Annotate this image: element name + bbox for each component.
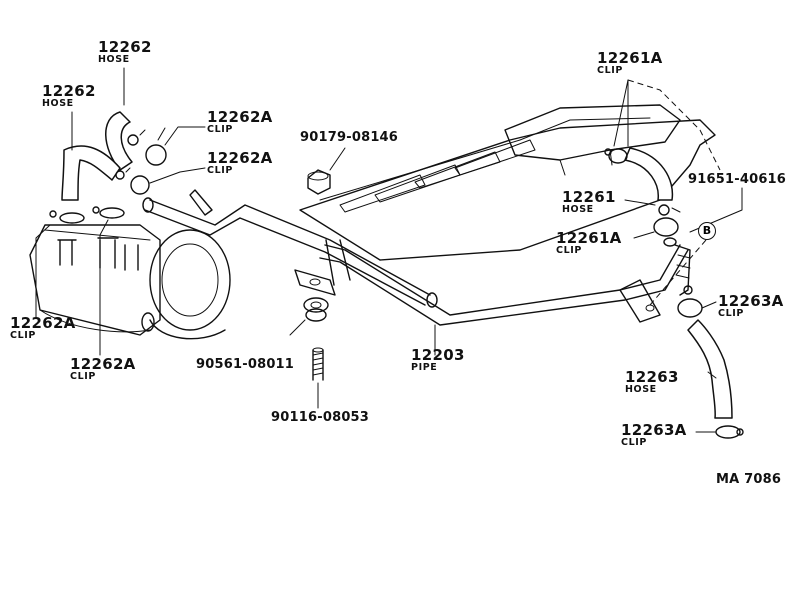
part-number: 12263A: [621, 421, 687, 439]
clips: [49, 127, 744, 439]
part-number: 12261A: [556, 229, 622, 247]
part-number: 12262A: [207, 149, 273, 167]
part-name: CLIP: [718, 308, 744, 319]
label-clip-12262a-4: 12262A CLIP: [70, 357, 136, 382]
part-name: PIPE: [411, 362, 438, 373]
label-hose-12261: 12261 HOSE: [562, 190, 616, 215]
part-number: 12262A: [10, 314, 76, 332]
part-number: 12262A: [207, 108, 273, 126]
label-hose-12263: 12263 HOSE: [625, 370, 679, 395]
label-clip-12262a-3: 12262A CLIP: [10, 316, 76, 341]
part-name: HOSE: [98, 54, 130, 65]
part-number: 12262A: [70, 355, 136, 373]
label-grommet-90561: 90561-08011: [196, 357, 295, 372]
label-hose-12262-top: 12262 HOSE: [98, 40, 152, 65]
hoses: [61, 111, 733, 419]
part-name: CLIP: [70, 371, 96, 382]
part-number: 12261: [562, 188, 616, 206]
part-number: 12263: [625, 368, 679, 386]
part-name: CLIP: [207, 124, 233, 135]
label-clip-12262a-2: 12262A CLIP: [207, 151, 273, 176]
label-code-91651: 91651-40616: [688, 172, 787, 187]
part-name: CLIP: [621, 437, 647, 448]
part-name: CLIP: [597, 65, 623, 76]
label-clip-12262a-1: 12262A CLIP: [207, 110, 273, 135]
label-nut-90179: 90179-08146: [300, 130, 399, 145]
diagram-id: MA 7086: [716, 472, 782, 487]
label-hose-12262-left: 12262 HOSE: [42, 84, 96, 109]
label-clip-12261a-mid: 12261A CLIP: [556, 231, 622, 256]
part-name: CLIP: [556, 245, 582, 256]
cylinder-head: [299, 104, 716, 261]
label-pipe-12203: 12203 PIPE: [411, 348, 465, 373]
part-name: HOSE: [562, 204, 594, 215]
label-clip-12261a-top: 12261A CLIP: [597, 51, 663, 76]
part-name: HOSE: [42, 98, 74, 109]
reference-mark-b: B: [698, 222, 716, 240]
small-parts: [303, 169, 331, 381]
part-name: HOSE: [625, 384, 657, 395]
label-clip-12263a-1: 12263A CLIP: [718, 294, 784, 319]
part-number: 12263A: [718, 292, 784, 310]
part-name: CLIP: [207, 165, 233, 176]
label-stud-90116: 90116-08053: [271, 410, 370, 425]
part-number: 12261A: [597, 49, 663, 67]
part-name: CLIP: [10, 330, 36, 341]
label-clip-12263a-2: 12263A CLIP: [621, 423, 687, 448]
part-number: 12262: [42, 82, 96, 100]
part-number: 12203: [411, 346, 465, 364]
water-pipe: [142, 189, 691, 326]
part-number: 12262: [98, 38, 152, 56]
